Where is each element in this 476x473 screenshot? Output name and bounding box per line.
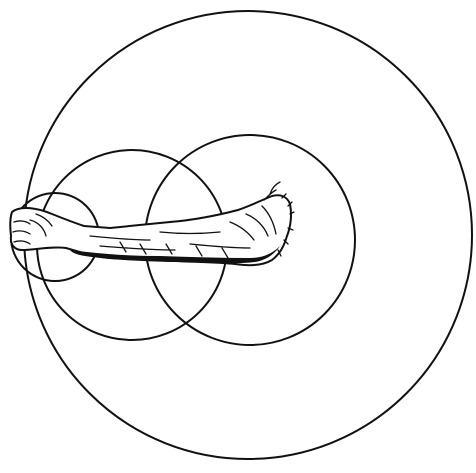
outstretched-arm-drawing [10, 182, 294, 265]
